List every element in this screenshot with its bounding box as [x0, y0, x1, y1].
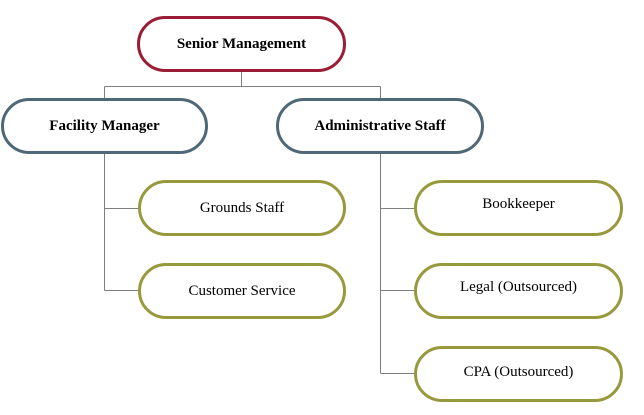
legal-outsourced-label: Legal (Outsourced)	[459, 278, 578, 295]
cpa-outsourced-box: CPA (Outsourced)	[414, 346, 623, 402]
facility-manager-box: Facility Manager	[1, 98, 208, 154]
senior-management-box: Senior Management	[137, 16, 346, 72]
grounds-staff-label: Grounds Staff	[199, 199, 285, 216]
administrative-staff-box: Administrative Staff	[276, 98, 484, 154]
customer-service-label: Customer Service	[188, 282, 296, 299]
legal-outsourced-box: Legal (Outsourced)	[414, 263, 623, 319]
customer-service-box: Customer Service	[138, 263, 346, 319]
grounds-staff-box: Grounds Staff	[138, 180, 346, 236]
bookkeeper-label: Bookkeeper	[482, 195, 555, 212]
connector-admin-reports	[380, 154, 414, 374]
connector-root-to-managers	[104, 72, 381, 98]
cpa-outsourced-label: CPA (Outsourced)	[463, 363, 574, 380]
administrative-staff-label: Administrative Staff	[314, 117, 446, 134]
bookkeeper-box: Bookkeeper	[414, 180, 623, 236]
facility-manager-label: Facility Manager	[49, 117, 160, 134]
connector-facility-reports	[104, 154, 138, 291]
senior-management-label: Senior Management	[176, 35, 307, 52]
